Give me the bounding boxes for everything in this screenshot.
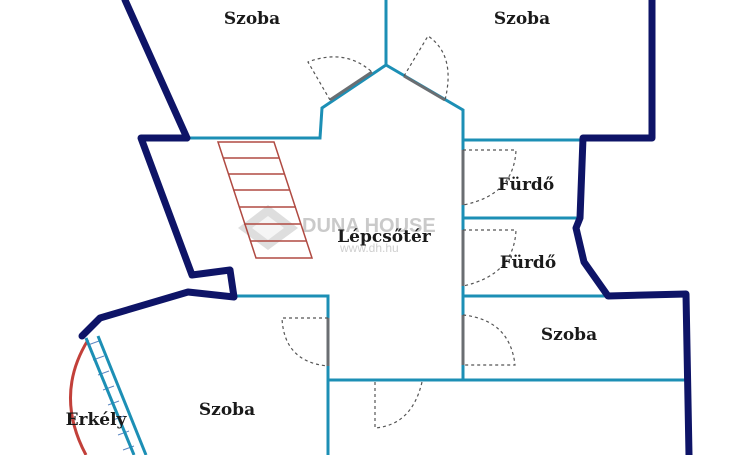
watermark: DUNA HOUSE www.dh.hu [238, 205, 436, 255]
door-panel [403, 74, 446, 102]
staircase-outline [216, 141, 314, 259]
door-panels [326, 70, 465, 366]
watermark-logo-icon [238, 205, 298, 250]
door-swing-bath-lower [462, 229, 517, 287]
room-label-erkely: Erkély [66, 410, 128, 430]
door-swing-left-room [281, 317, 329, 367]
door-swing-bath-upper [462, 149, 517, 206]
door-panel [329, 70, 373, 102]
room-label-furdo-upper: Fürdő [498, 175, 554, 195]
watermark-brand: DUNA HOUSE [302, 215, 436, 237]
balcony-door-edge [96, 335, 148, 455]
room-labels: Szoba Szoba Fürdő Lépcsőtér Fürdő Szoba … [66, 9, 598, 430]
room-label-lepcsoter: Lépcsőtér [337, 227, 432, 247]
balcony-rail [69, 339, 90, 455]
balcony [69, 335, 148, 455]
balcony-door-edge [84, 337, 136, 455]
door-swings [281, 35, 517, 429]
door-swing-top-left [307, 56, 373, 101]
room-label-szoba-top-right: Szoba [494, 9, 550, 29]
outer-wall-left [78, 0, 238, 340]
room-label-szoba-top-left: Szoba [224, 9, 280, 29]
outer-walls [78, 0, 693, 455]
door-swing-bottom [374, 381, 423, 429]
staircase [216, 141, 314, 259]
room-label-szoba-bottom-left: Szoba [199, 400, 255, 420]
outer-wall-right [572, 0, 693, 455]
door-swing-right-room [462, 314, 516, 366]
room-label-furdo-lower: Fürdő [500, 253, 556, 273]
room-label-szoba-right: Szoba [541, 325, 597, 345]
watermark-url: www.dh.hu [339, 241, 399, 255]
